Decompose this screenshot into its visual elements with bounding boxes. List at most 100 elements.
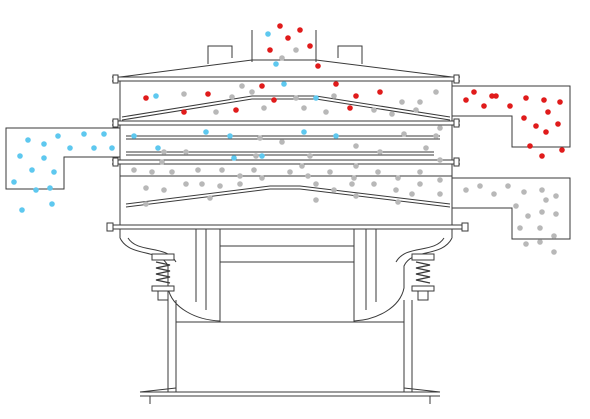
middle-particle (259, 153, 265, 159)
fines-particle (161, 187, 167, 193)
middle-particle (81, 131, 87, 137)
fines-particle (287, 169, 293, 175)
fines-particle (395, 175, 401, 181)
fines-particle (253, 153, 259, 159)
fines-particle (305, 173, 311, 179)
oversize-particle (559, 147, 565, 153)
middle-particle (41, 155, 47, 161)
oversize-particle (543, 129, 549, 135)
fines-particle (437, 191, 443, 197)
oversize-particle (489, 93, 495, 99)
middle-particle (301, 129, 307, 135)
clamp-left (112, 74, 119, 84)
fines-particle (149, 169, 155, 175)
fines-particle (513, 203, 519, 209)
fines-particle (523, 241, 529, 247)
clamp-right (453, 74, 460, 84)
fines-particle (293, 95, 299, 101)
middle-particle (17, 153, 23, 159)
fines-particle (477, 183, 483, 189)
feed-inlet (207, 30, 363, 64)
fines-particle (161, 149, 167, 155)
fines-particle (537, 239, 543, 245)
fines-particle (433, 133, 439, 139)
fines-particle (239, 83, 245, 89)
oversize-particle (205, 91, 211, 97)
oversize-particle (521, 115, 527, 121)
oversize-particle (545, 109, 551, 115)
middle-particle (25, 137, 31, 143)
fines-particle (353, 193, 359, 199)
oversize-particle (233, 107, 239, 113)
oversize-particle (377, 89, 383, 95)
fines-particle (331, 93, 337, 99)
oversize-particle (285, 35, 291, 41)
middle-particle (131, 133, 137, 139)
fines-particle (437, 177, 443, 183)
fines-particle (219, 167, 225, 173)
middle-particle (273, 61, 279, 67)
fines-particle (249, 89, 255, 95)
middle-particle (313, 95, 319, 101)
fines-particle (389, 111, 395, 117)
fines-particle (517, 225, 523, 231)
fines-particle (159, 159, 165, 165)
fines-particle (261, 105, 267, 111)
fines-particle (417, 169, 423, 175)
right-top-outlet (452, 85, 571, 148)
oversize-particle (267, 47, 273, 53)
fines-particle (259, 175, 265, 181)
fines-particle (143, 185, 149, 191)
fines-particle (551, 233, 557, 239)
middle-particle (101, 131, 107, 137)
oversize-particle (297, 27, 303, 33)
oversize-particle (471, 89, 477, 95)
fines-particle (279, 55, 285, 61)
left-middle-outlet (5, 127, 120, 190)
fines-particle (543, 197, 549, 203)
middle-particle (203, 129, 209, 135)
fines-particle (377, 149, 383, 155)
fines-particle (181, 91, 187, 97)
fines-particle (399, 99, 405, 105)
screen-decks (120, 95, 452, 208)
oversize-particle (307, 43, 313, 49)
fines-particle (251, 167, 257, 173)
oversize-particle (277, 23, 283, 29)
fines-particle (323, 109, 329, 115)
fines-particle (401, 131, 407, 137)
fines-particle (491, 191, 497, 197)
oversize-particle (181, 109, 187, 115)
fines-particle (237, 173, 243, 179)
fines-particle (553, 193, 559, 199)
fines-particle (331, 187, 337, 193)
middle-particle (47, 185, 53, 191)
middle-particle (55, 133, 61, 139)
fines-particle (409, 191, 415, 197)
fines-particle (299, 163, 305, 169)
fines-particle (183, 149, 189, 155)
fines-particle (313, 181, 319, 187)
oversize-particle (557, 99, 563, 105)
middle-particle (67, 145, 73, 151)
fines-particle (437, 125, 443, 131)
fines-particle (551, 249, 557, 255)
fines-particle (143, 201, 149, 207)
vibration-motor (219, 228, 355, 323)
sieve-frames (112, 81, 460, 225)
fines-particle (237, 181, 243, 187)
fines-particle (199, 181, 205, 187)
oversize-particle (527, 143, 533, 149)
fines-particle (217, 183, 223, 189)
fines-particle (393, 187, 399, 193)
oversize-particle (353, 93, 359, 99)
oversize-particle (507, 103, 513, 109)
fines-particle (433, 89, 439, 95)
middle-particle (109, 145, 115, 151)
fines-particle (353, 163, 359, 169)
middle-particle (51, 169, 57, 175)
fines-particle (413, 107, 419, 113)
oversize-particle (315, 63, 321, 69)
